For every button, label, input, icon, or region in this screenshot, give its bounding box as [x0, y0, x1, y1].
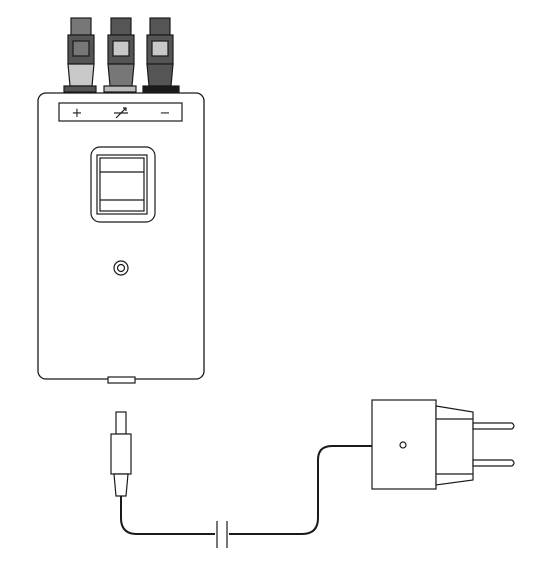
device-housing — [37, 92, 205, 380]
cable-break-mark — [215, 521, 229, 548]
banana-plug-positive — [63, 17, 97, 93]
terminal-positive-label: + — [72, 106, 83, 121]
adjustable-voltage-icon — [114, 107, 128, 119]
cable-entry-point — [399, 441, 407, 449]
banana-plug-adjustable — [103, 17, 137, 93]
terminal-negative-label: − — [160, 106, 171, 121]
voltage-adjust-knob[interactable] — [113, 260, 129, 276]
mains-wall-plug — [371, 399, 515, 490]
power-switch[interactable] — [90, 146, 156, 223]
adapter-cable — [120, 445, 403, 535]
dc-input-socket — [107, 376, 136, 384]
dc-barrel-plug — [110, 411, 132, 497]
terminal-label-strip: + − — [58, 102, 183, 122]
banana-plug-negative — [142, 17, 180, 93]
